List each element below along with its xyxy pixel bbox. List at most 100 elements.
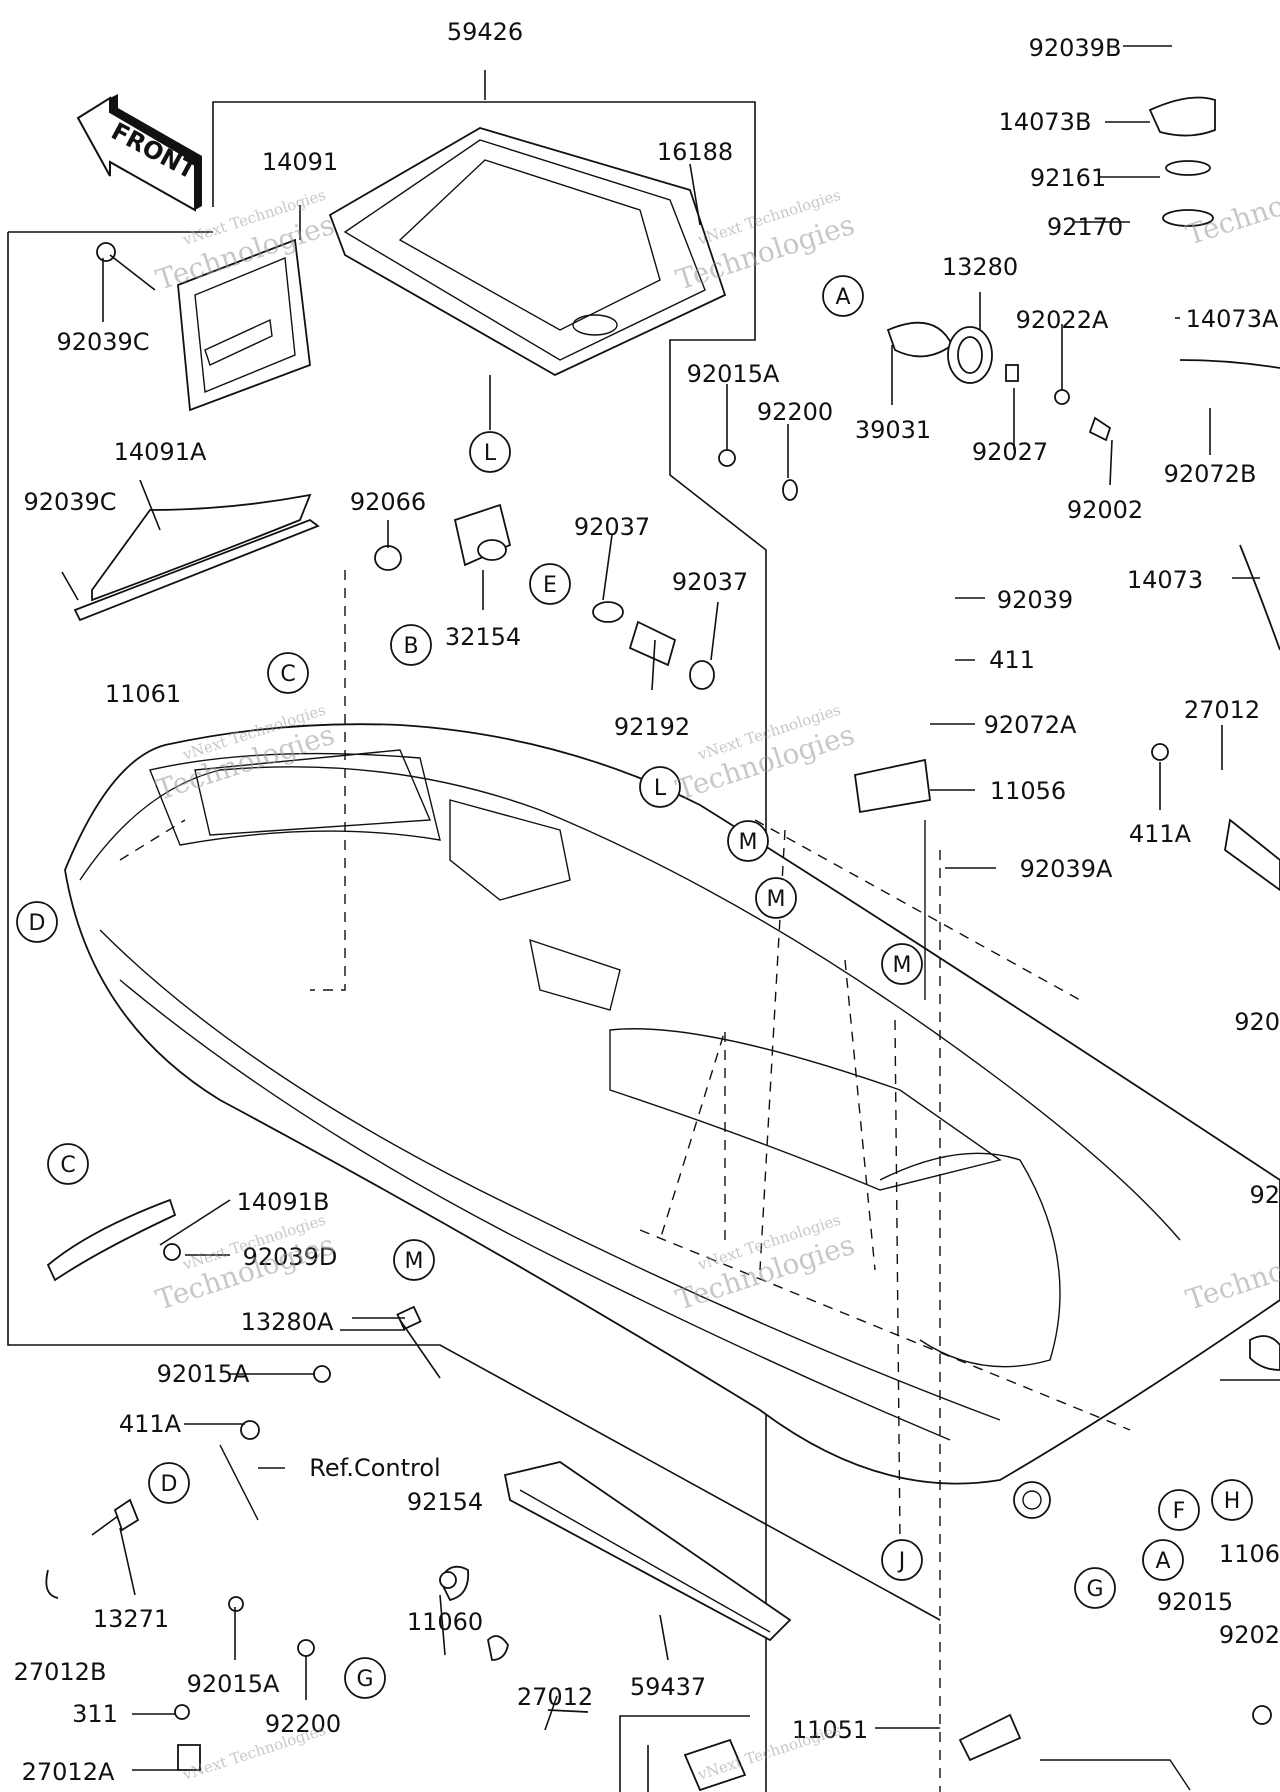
part-number: 92022A	[1016, 306, 1109, 334]
svg-text:F: F	[1173, 1499, 1186, 1524]
svg-text:D: D	[29, 911, 46, 936]
gasket-part	[61, 493, 320, 622]
part-number: 411A	[119, 1410, 182, 1438]
part-number: 411	[989, 646, 1035, 674]
callout-circle: H	[1211, 1479, 1253, 1521]
svg-text:H: H	[1224, 1489, 1241, 1514]
part-number: 11060	[407, 1608, 483, 1636]
part-number: 13271	[93, 1605, 169, 1633]
svg-text:A: A	[835, 285, 850, 310]
part-number: 411A	[1129, 820, 1192, 848]
part-number: 27012	[517, 1683, 593, 1711]
part-number-labels: 59426 14091 16188 92039C 14091A 92039C 1…	[14, 18, 1280, 1786]
svg-text:vNext Technologies: vNext Technologies	[180, 1721, 328, 1784]
part-number: Ref.Control	[309, 1454, 440, 1482]
part-number: 13280	[942, 253, 1018, 281]
part-number: 13280A	[241, 1308, 334, 1336]
part-number: 92015A	[187, 1670, 280, 1698]
part-number: 14073A	[1186, 305, 1279, 333]
svg-text:A: A	[1155, 1549, 1170, 1574]
leader-lines	[91, 45, 1260, 1771]
part-number: 59437	[630, 1673, 706, 1701]
svg-text:B: B	[403, 634, 418, 659]
callout-circle: A	[822, 275, 864, 317]
callout-circle: A	[1142, 1539, 1184, 1581]
part-number: 92039	[997, 586, 1073, 614]
svg-text:J: J	[897, 1549, 906, 1574]
callout-markers: L A E B C D L M M M C M D G J F H A G	[16, 275, 1253, 1699]
part-number: 92002	[1067, 496, 1143, 524]
step-plate-part	[439, 1461, 792, 1642]
callout-circle: M	[755, 877, 797, 919]
part-number: 9202	[1219, 1621, 1280, 1649]
callout-circle: G	[1074, 1567, 1116, 1609]
part-number: 92	[1249, 1181, 1280, 1209]
part-number: 92200	[265, 1710, 341, 1738]
part-number: 11061	[105, 680, 181, 708]
svg-text:L: L	[484, 441, 497, 466]
callout-circle: D	[16, 901, 58, 943]
callout-circle: C	[267, 652, 309, 694]
svg-text:M: M	[767, 887, 786, 912]
callout-circle: G	[344, 1657, 386, 1699]
part-number: 14091A	[114, 438, 207, 466]
part-number: 92066	[350, 488, 426, 516]
callout-circle: B	[390, 624, 432, 666]
svg-text:C: C	[280, 662, 295, 687]
part-number: 92200	[757, 398, 833, 426]
part-number: 14073B	[999, 108, 1092, 136]
small-parts-cluster	[374, 321, 1112, 690]
part-number: 92015	[1157, 1588, 1233, 1616]
part-number: 14091B	[237, 1188, 330, 1216]
part-number: 1106	[1219, 1540, 1280, 1568]
callout-circle: D	[148, 1462, 190, 1504]
part-number: 92039C	[56, 328, 149, 356]
callout-circle: L	[469, 431, 511, 473]
part-number: 32154	[445, 623, 521, 651]
part-number: 92072B	[1164, 460, 1257, 488]
part-number: 11056	[990, 777, 1066, 805]
part-number: 92192	[614, 713, 690, 741]
callout-circle: E	[529, 563, 571, 605]
part-number: 311	[72, 1700, 118, 1728]
part-number: 16188	[657, 138, 733, 166]
callout-circle: L	[639, 766, 681, 808]
part-number: 92039D	[243, 1243, 338, 1271]
part-number: 92039A	[1020, 855, 1113, 883]
svg-text:E: E	[543, 573, 557, 598]
part-number: 27012	[1184, 696, 1260, 724]
front-arrow-icon: FRONT	[76, 94, 202, 212]
part-number: 92015A	[687, 360, 780, 388]
part-number: 92154	[407, 1488, 483, 1516]
part-number: 92161	[1030, 164, 1106, 192]
part-number: 92072A	[984, 711, 1077, 739]
svg-text:M: M	[739, 830, 758, 855]
svg-text:G: G	[1086, 1577, 1103, 1602]
part-number: 27012A	[22, 1758, 115, 1786]
storage-tray-part	[328, 127, 727, 430]
svg-text:Technologies: Technologies	[1182, 163, 1280, 252]
svg-text:M: M	[405, 1249, 424, 1274]
part-number: 39031	[855, 416, 931, 444]
callout-circle: M	[881, 943, 923, 985]
callout-circle: M	[727, 820, 769, 862]
callout-circle: M	[393, 1239, 435, 1281]
part-number: 92037	[672, 568, 748, 596]
lower-bracket	[619, 1715, 750, 1792]
lower-left-parts	[45, 1198, 589, 1771]
part-number: 59426	[447, 18, 523, 46]
part-number: 92039B	[1029, 34, 1122, 62]
svg-text:L: L	[654, 776, 667, 801]
part-number: 11051	[792, 1716, 868, 1744]
part-number: 14091	[262, 148, 338, 176]
dashed-guides	[119, 570, 1131, 1792]
callout-circle: J	[881, 1539, 923, 1581]
part-number: 92015A	[157, 1360, 250, 1388]
part-number: 92039C	[23, 488, 116, 516]
svg-text:M: M	[893, 953, 912, 978]
callout-circle: C	[47, 1143, 89, 1185]
callout-circle: F	[1158, 1489, 1200, 1531]
part-number: 92170	[1047, 213, 1123, 241]
part-number: 92037	[574, 513, 650, 541]
